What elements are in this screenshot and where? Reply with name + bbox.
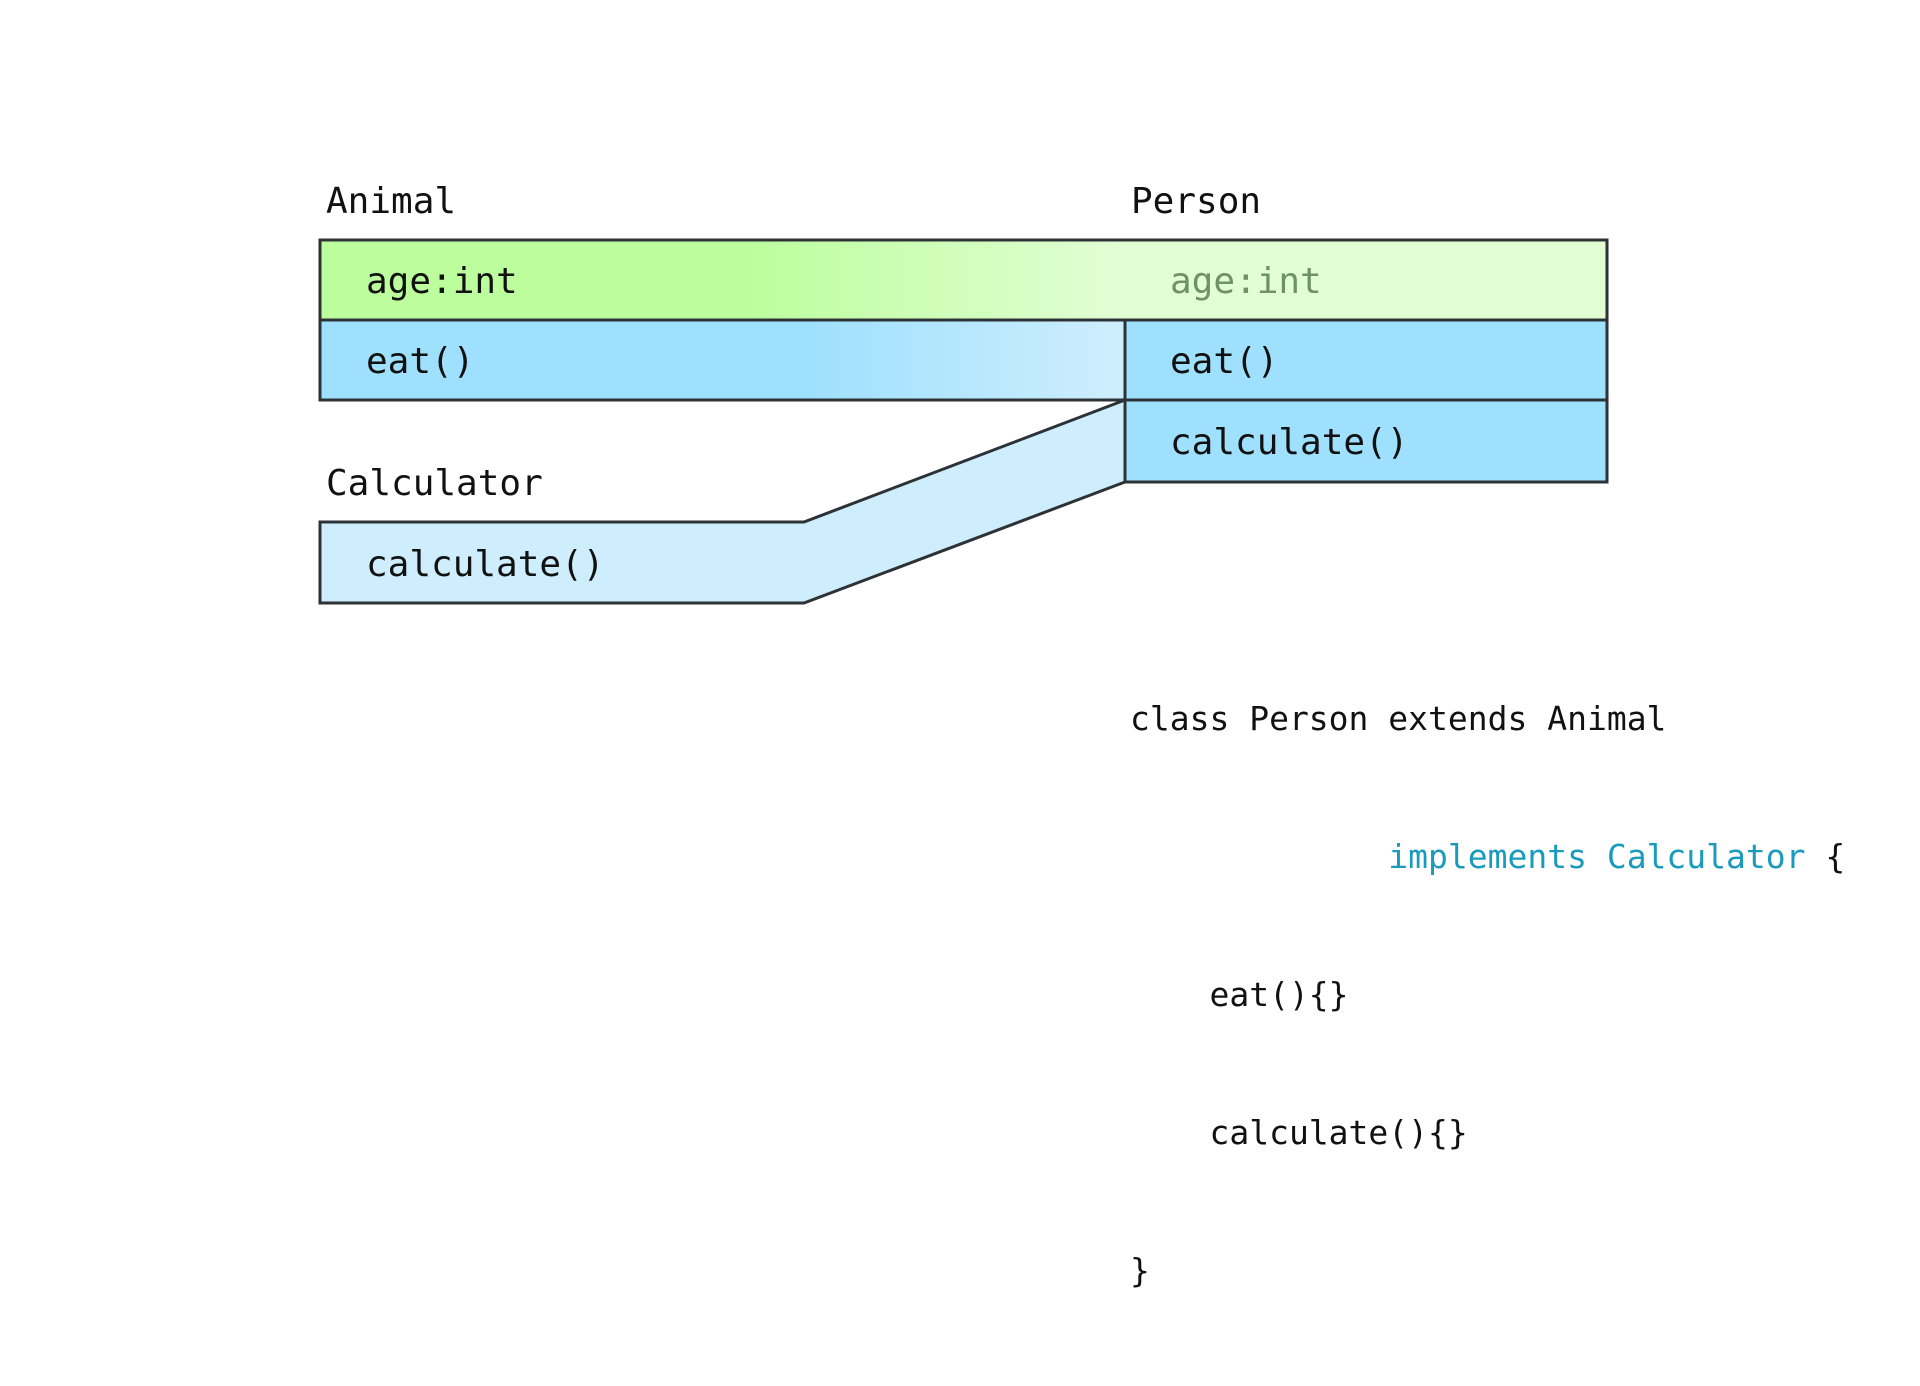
person-title: Person — [1131, 181, 1261, 222]
code-line-5: } — [1130, 1251, 1150, 1290]
calculator-title: Calculator — [326, 463, 543, 504]
animal-method-text: eat() — [366, 341, 474, 382]
animal-field-text: age:int — [366, 261, 518, 302]
person-calculate-row — [1125, 400, 1607, 482]
code-line-4: calculate(){} — [1130, 1113, 1468, 1152]
calculator-connector — [320, 400, 1125, 603]
code-open-brace: { — [1805, 837, 1846, 876]
person-calculate-text: calculate() — [1170, 422, 1408, 463]
person-calculate-row-border — [1123, 398, 1609, 484]
person-inherited-field-text: age:int — [1170, 261, 1322, 302]
inheritance-diagram: age:int age:int eat() eat() calculate() … — [318, 181, 1845, 1290]
animal-title: Animal — [326, 181, 456, 222]
calculator-method-text: calculate() — [366, 544, 604, 585]
code-implements-keyword: implements Calculator — [1388, 837, 1806, 876]
animal-field-row — [318, 238, 1609, 322]
code-snippet: class Person extends Animal implements C… — [1130, 604, 1845, 1386]
code-line-2: implements Calculator { — [1130, 834, 1845, 880]
code-line-1: class Person extends Animal — [1130, 699, 1667, 738]
code-line-3: eat(){} — [1130, 975, 1349, 1014]
person-eat-row — [1125, 320, 1607, 400]
person-eat-text: eat() — [1170, 341, 1278, 382]
diagram-canvas: age:int age:int eat() eat() calculate() … — [318, 181, 1609, 605]
code-line-2-indent — [1130, 837, 1388, 876]
